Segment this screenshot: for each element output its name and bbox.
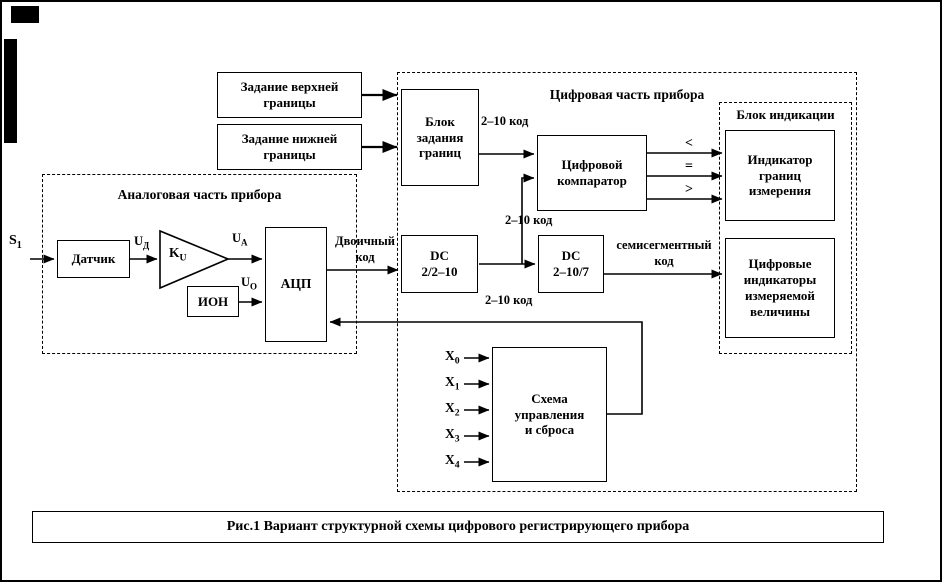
- adc-box: АЦП: [265, 227, 327, 342]
- decoder2-box: DC 2–10/7: [538, 235, 604, 293]
- limit-indicator-box: Индикатор границ измерения: [725, 130, 835, 221]
- digital-part-label: Цифровая часть прибора: [549, 87, 705, 102]
- analog-part-region: Аналоговая часть прибора: [42, 174, 357, 354]
- control-input-x3-label: X3: [445, 426, 460, 446]
- arrow-code-branch-to-comparator: [521, 173, 535, 264]
- comparator-equal-label: =: [685, 159, 693, 174]
- control-input-x1-label: X1: [445, 374, 460, 394]
- indication-block-label: Блок индикации: [736, 107, 835, 122]
- u-sensor-base: U: [134, 234, 144, 248]
- signal-s1-label: S1: [9, 232, 22, 252]
- gain-base: K: [169, 245, 180, 260]
- document-artifact-bar: [4, 39, 17, 143]
- upper-limit-box: Задание верхней границы: [217, 72, 362, 118]
- u-sensor-sub: Д: [143, 240, 150, 251]
- decoder1-box: DC 2/2–10: [401, 235, 478, 293]
- amplifier-gain-label: KU: [169, 245, 187, 265]
- limits-block-box: Блок задания границ: [401, 89, 479, 186]
- x4-base: X: [445, 452, 455, 467]
- signal-u-ref-label: UО: [241, 275, 257, 293]
- digital-part-region: Цифровая часть прибора: [397, 72, 857, 492]
- code-2-10-mid-label: 2–10 код: [505, 213, 553, 227]
- x3-sub: 3: [454, 433, 460, 445]
- seven-segment-code-label: семисегментный код: [616, 238, 712, 268]
- u-ref-base: U: [241, 275, 251, 289]
- control-input-x4-label: X4: [445, 452, 460, 472]
- control-input-x0-label: X0: [445, 348, 460, 368]
- amplifier-triangle: [159, 229, 231, 290]
- x2-base: X: [445, 400, 455, 415]
- reference-box: ИОН: [187, 286, 239, 317]
- indication-block-region: Блок индикации: [719, 102, 852, 354]
- code-2-10-upper-label: 2–10 код: [481, 114, 529, 128]
- control-input-x2-label: X2: [445, 400, 460, 420]
- comparator-box: Цифровой компаратор: [537, 135, 647, 211]
- x1-base: X: [445, 374, 455, 389]
- comparator-less-label: <: [685, 136, 693, 151]
- document-artifact-square: [11, 6, 39, 23]
- comparator-greater-label: >: [685, 182, 693, 197]
- u-amp-base: U: [232, 231, 242, 245]
- code-2-10-lower-label: 2–10 код: [485, 293, 533, 307]
- figure-caption: Рис.1 Вариант структурной схемы цифровог…: [32, 511, 884, 543]
- value-indicators-box: Цифровые индикаторы измеряемой величины: [725, 238, 835, 338]
- signal-u-sensor-label: UД: [134, 234, 149, 252]
- analog-part-label: Аналоговая часть прибора: [117, 187, 282, 202]
- sensor-box: Датчик: [57, 240, 130, 278]
- u-amp-sub: А: [241, 237, 248, 248]
- x2-sub: 2: [454, 407, 460, 419]
- x4-sub: 4: [454, 459, 460, 471]
- lower-limit-box: Задание нижней границы: [217, 124, 362, 170]
- binary-code-label: Двоичный код: [335, 234, 395, 264]
- u-ref-sub: О: [250, 281, 258, 292]
- x0-base: X: [445, 348, 455, 363]
- s1-base: S: [9, 233, 17, 248]
- gain-sub: U: [179, 252, 187, 264]
- x0-sub: 0: [454, 355, 460, 367]
- x3-base: X: [445, 426, 455, 441]
- arrow-control-feedback-to-adc: [329, 317, 643, 415]
- signal-u-amp-label: UА: [232, 231, 248, 249]
- x1-sub: 1: [454, 381, 460, 393]
- control-box: Схема управления и сброса: [492, 347, 607, 482]
- s1-sub: 1: [16, 239, 22, 251]
